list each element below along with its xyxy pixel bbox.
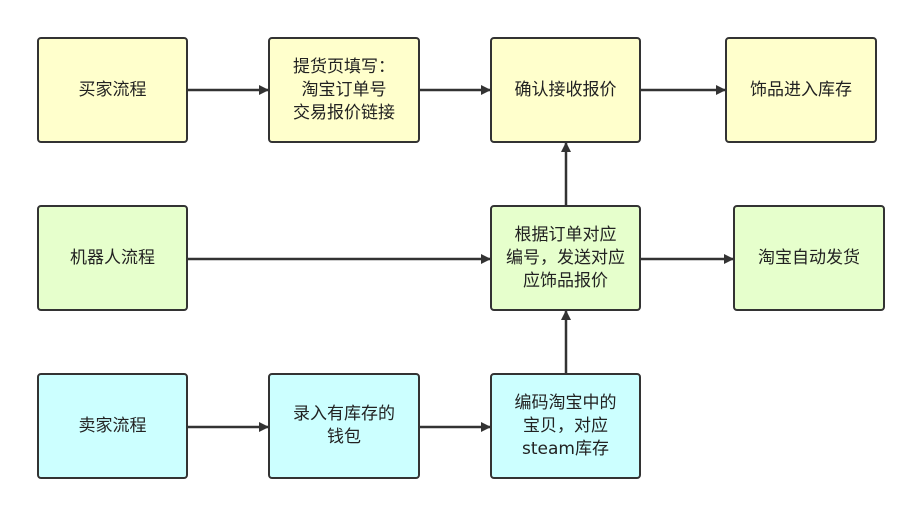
node-auto-ship: 淘宝自动发货: [733, 205, 885, 311]
node-encode-items: 编码淘宝中的 宝贝，对应 steam库存: [490, 373, 641, 479]
node-item-inventory: 饰品进入库存: [725, 37, 877, 143]
node-buyer-flow: 买家流程: [37, 37, 188, 143]
node-send-offer: 根据订单对应 编号，发送对应 应饰品报价: [490, 205, 641, 311]
node-robot-flow: 机器人流程: [37, 205, 188, 311]
node-confirm-offer: 确认接收报价: [490, 37, 641, 143]
node-seller-flow: 卖家流程: [37, 373, 188, 479]
node-pickup-form: 提货页填写： 淘宝订单号 交易报价链接: [268, 37, 420, 143]
node-register-wallet: 录入有库存的 钱包: [268, 373, 420, 479]
